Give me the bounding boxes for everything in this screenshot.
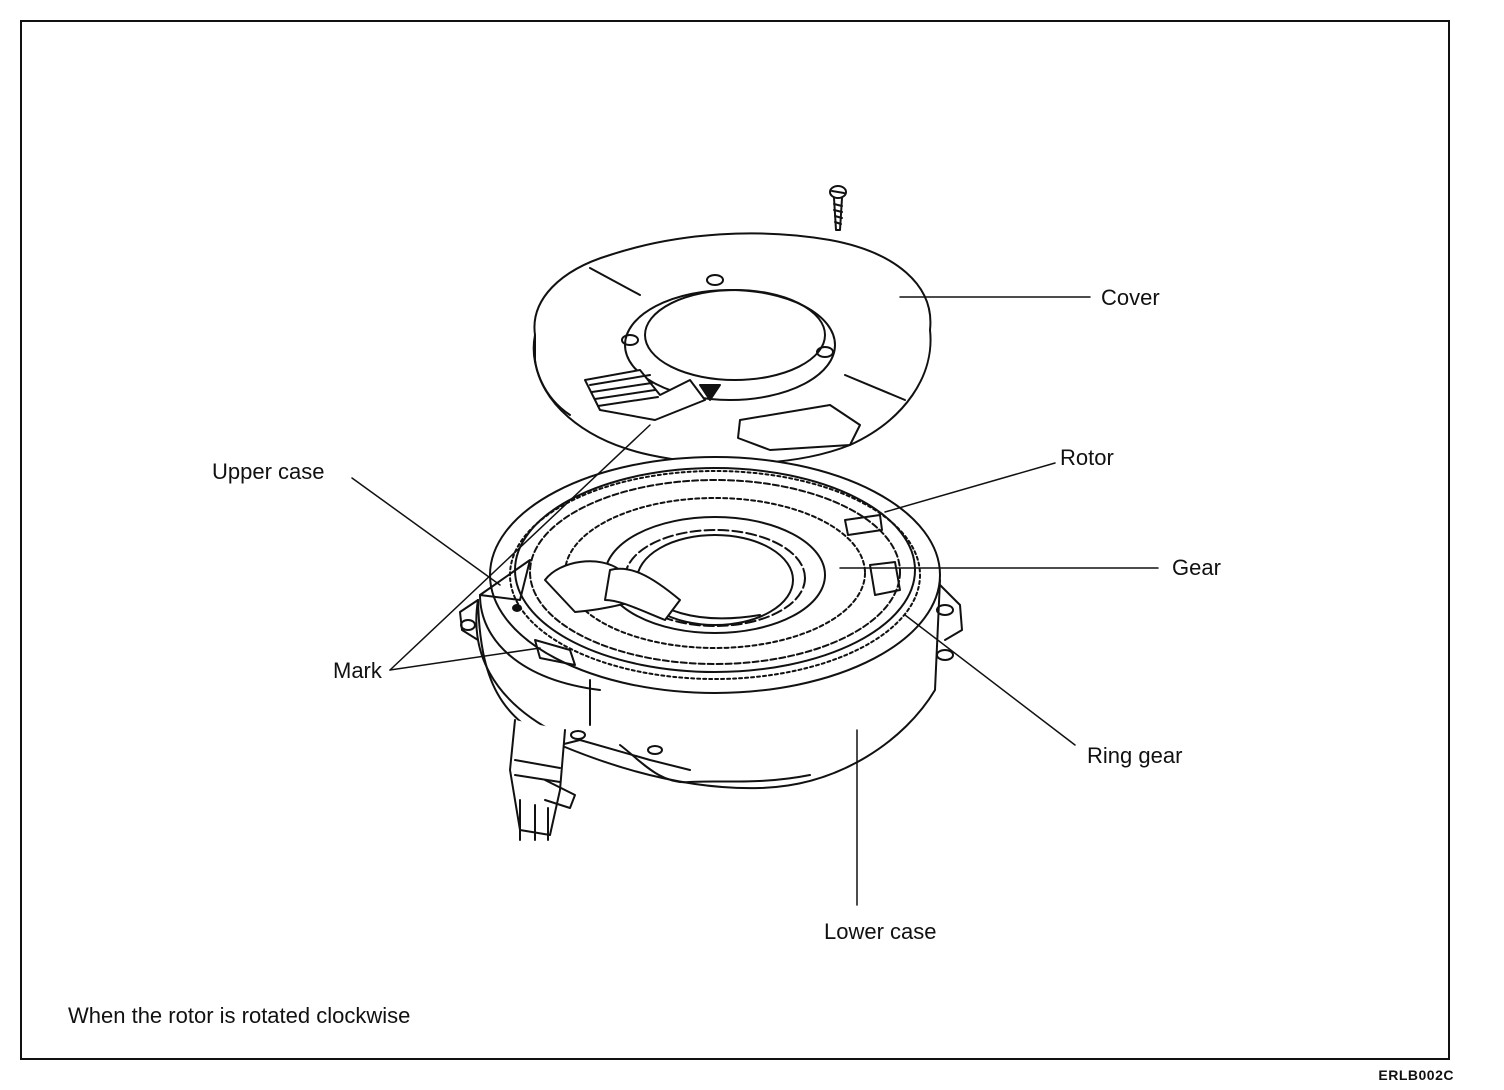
label-cover: Cover [1101,285,1160,310]
label-gear: Gear [1172,555,1221,580]
ring-gear-part [509,470,921,680]
label-lower-case: Lower case [824,919,937,944]
lower-case-part [459,579,963,790]
cover-part [532,232,932,465]
rotor-part [544,516,826,634]
figure-frame [20,20,1450,1060]
label-upper-case: Upper case [212,459,325,484]
mark-part [512,604,576,666]
label-mark: Mark [333,658,382,683]
screw [829,185,847,231]
label-ring-gear: Ring gear [1087,743,1183,768]
leader-lines [351,296,1159,906]
connector-harness [509,719,576,841]
figure-id: ERLB002C [1378,1067,1454,1083]
label-rotor: Rotor [1060,445,1114,470]
figure-caption: When the rotor is rotated clockwise [68,1003,411,1028]
